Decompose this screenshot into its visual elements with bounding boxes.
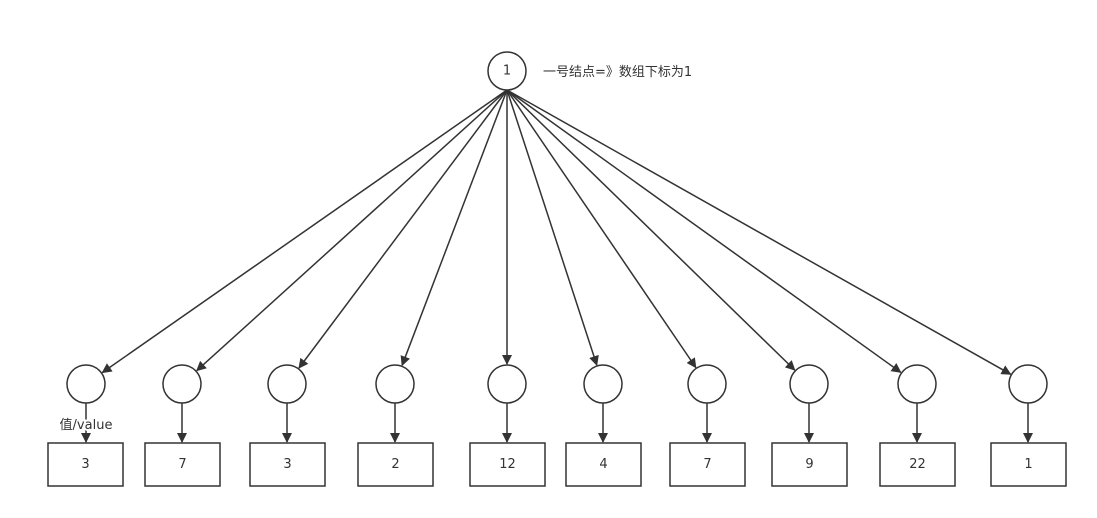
edge-root-to-child-4: [400, 89, 508, 367]
child-circle: [897, 364, 937, 404]
child-node-4: 2: [357, 364, 434, 487]
edge-root-to-child-10: [506, 89, 1012, 375]
root-circle: [487, 51, 527, 91]
child-circle: [267, 364, 307, 404]
edge-root-to-child-7: [506, 89, 697, 369]
value-label: 12: [499, 457, 516, 472]
child-circle: [1008, 364, 1048, 404]
root-annotation: 一号结点=》数组下标为1: [543, 65, 692, 80]
value-label: 2: [391, 457, 399, 472]
value-label: 22: [909, 457, 926, 472]
child-node-5: 12: [469, 364, 546, 487]
child-circle: [583, 364, 623, 404]
child-node-1: 3: [47, 364, 124, 487]
value-box: [469, 442, 546, 487]
child-circle: [66, 364, 106, 404]
value-box: [990, 442, 1067, 487]
value-label: 9: [805, 457, 813, 472]
value-box: [144, 442, 221, 487]
edge-label-value: 值/value: [60, 417, 113, 433]
child-node-6: 4: [565, 364, 642, 487]
value-box: [357, 442, 434, 487]
value-label: 3: [283, 457, 291, 472]
child-node-9: 22: [879, 364, 956, 487]
value-label: 3: [81, 457, 89, 472]
root-label: 1: [503, 64, 511, 79]
child-circle: [687, 364, 727, 404]
child-value-edges: [81, 403, 1033, 443]
value-label: 4: [599, 457, 607, 472]
edge-root-to-child-9: [506, 89, 902, 373]
value-box: [249, 442, 326, 487]
value-box: [879, 442, 956, 487]
child-circle: [487, 364, 527, 404]
child-circle: [375, 364, 415, 404]
child-node-7: 7: [669, 364, 746, 487]
value-label: 1: [1024, 457, 1032, 472]
value-box: [771, 442, 848, 487]
child-node-10: 1: [990, 364, 1067, 487]
edge-root-to-child-1: [101, 89, 508, 374]
value-box: [47, 442, 124, 487]
child-circle: [789, 364, 829, 404]
child-node-2: 7: [144, 364, 221, 487]
value-label: 7: [703, 457, 711, 472]
child-nodes: 3 7 3 2 12 4 7 9 22 1: [47, 364, 1067, 487]
edge-root-to-child-6: [506, 89, 599, 366]
value-box: [565, 442, 642, 487]
edge-root-to-child-3: [298, 89, 508, 369]
value-label: 7: [178, 457, 186, 472]
child-circle: [162, 364, 202, 404]
root-node: 1: [487, 51, 527, 91]
root-edges: [101, 89, 1012, 375]
child-node-8: 9: [771, 364, 848, 487]
edge-root-to-child-2: [196, 89, 508, 372]
edge-root-to-child-8: [506, 89, 796, 371]
child-node-3: 3: [249, 364, 326, 487]
value-box: [669, 442, 746, 487]
